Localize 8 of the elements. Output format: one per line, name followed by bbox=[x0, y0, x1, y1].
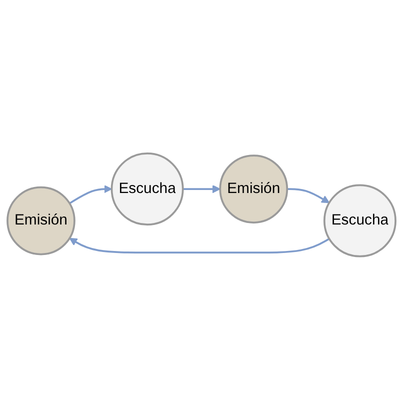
arrow bbox=[182, 184, 220, 193]
node-circle: Emisión bbox=[219, 154, 288, 224]
node-circle: Escucha bbox=[323, 184, 396, 257]
arrow bbox=[287, 188, 330, 203]
node-circle: Emisión bbox=[6, 186, 76, 255]
node-circle: Escucha bbox=[110, 152, 184, 226]
arrow bbox=[69, 237, 330, 254]
arrow bbox=[69, 184, 112, 204]
